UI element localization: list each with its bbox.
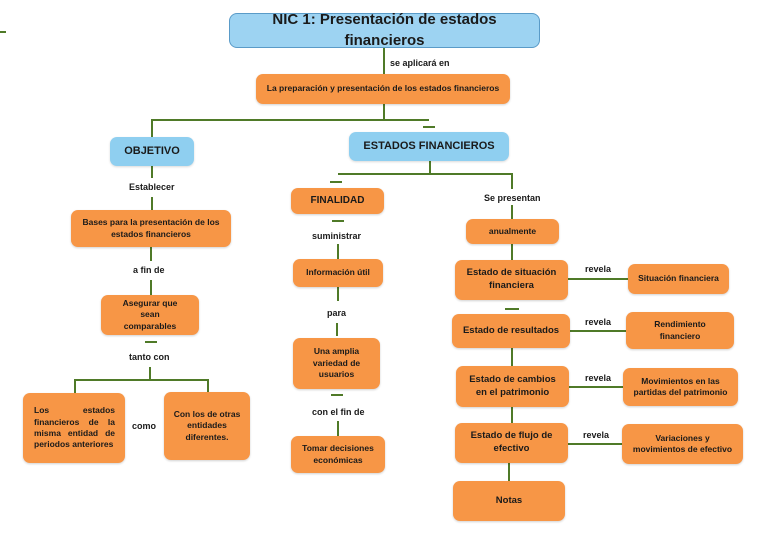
connector-usuarios-dash bbox=[331, 394, 343, 396]
connector-dash-estados bbox=[423, 126, 435, 128]
connector-title-to-preparacion bbox=[383, 48, 385, 74]
connector-to-objetivo bbox=[151, 119, 153, 137]
node-notas: Notas bbox=[453, 481, 565, 521]
connector-main-horizontal bbox=[151, 119, 429, 121]
connector-preparacion-down bbox=[383, 104, 385, 120]
connector-revela-1 bbox=[568, 278, 628, 280]
connector-suministrar-down bbox=[337, 244, 339, 259]
connector-to-otras-entidades bbox=[207, 379, 209, 392]
label-como: como bbox=[132, 421, 157, 431]
node-estado-flujo: Estado de flujo de efectivo bbox=[455, 423, 568, 463]
connector-objetivo-down bbox=[151, 166, 153, 178]
label-para: para bbox=[327, 308, 347, 318]
node-movimientos-patrimonio: Movimientos en las partidas del patrimon… bbox=[623, 368, 738, 406]
label-revela-2: revela bbox=[585, 317, 612, 327]
node-estado-situacion: Estado de situación financiera bbox=[455, 260, 568, 300]
connector-para-down bbox=[336, 323, 338, 336]
node-tomar-decisiones: Tomar decisiones económicas bbox=[291, 436, 385, 473]
node-bases: Bases para la presentación de los estado… bbox=[71, 210, 231, 247]
node-estado-resultados: Estado de resultados bbox=[452, 314, 570, 348]
label-con-el-fin-de: con el fin de bbox=[312, 407, 365, 417]
label-revela-1: revela bbox=[585, 264, 612, 274]
connector-resultados-down bbox=[511, 348, 513, 366]
node-anualmente: anualmente bbox=[466, 219, 559, 244]
connector-afinde-down bbox=[150, 280, 152, 295]
node-informacion-util: Información útil bbox=[293, 259, 383, 287]
connector-info-down bbox=[337, 287, 339, 301]
connector-situacion-dash bbox=[505, 308, 519, 310]
node-finalidad: FINALIDAD bbox=[291, 188, 384, 214]
connector-finalidad-dash bbox=[330, 181, 342, 183]
connector-tantocon-horizontal bbox=[74, 379, 209, 381]
label-se-aplicara-en: se aplicará en bbox=[390, 58, 450, 68]
connector-revela-4 bbox=[568, 443, 622, 445]
connector-revela-3 bbox=[569, 386, 623, 388]
connector-cambios-down bbox=[511, 407, 513, 423]
connector-to-mismos-periodos bbox=[74, 379, 76, 393]
node-estado-cambios: Estado de cambios en el patrimonio bbox=[456, 366, 569, 407]
diagram-title: NIC 1: Presentación de estados financier… bbox=[229, 11, 540, 49]
connector-tantocon-down bbox=[149, 367, 151, 380]
node-mismos-periodos: Los estados financieros de la misma enti… bbox=[23, 393, 125, 463]
node-otras-entidades: Con los de otras entidades diferentes. bbox=[164, 392, 250, 460]
connector-bases-down bbox=[150, 247, 152, 261]
label-revela-4: revela bbox=[583, 430, 610, 440]
connector-finalidad-dash2 bbox=[332, 220, 344, 222]
connector-to-sepresentan bbox=[511, 173, 513, 189]
connector-establecer-down bbox=[151, 197, 153, 211]
connector-confinde-down bbox=[337, 421, 339, 436]
connector-sepresentan-down bbox=[511, 205, 513, 219]
node-objetivo: OBJETIVO bbox=[110, 137, 194, 166]
node-variedad-usuarios: Una amplia variedad de usuarios bbox=[293, 338, 380, 389]
node-asegurar: Asegurar que sean comparables bbox=[101, 295, 199, 335]
label-suministrar: suministrar bbox=[312, 231, 362, 241]
connector-anualmente-down bbox=[511, 244, 513, 260]
label-tanto-con: tanto con bbox=[129, 352, 170, 362]
label-revela-3: revela bbox=[585, 373, 612, 383]
node-preparacion: La preparación y presentación de los est… bbox=[256, 74, 510, 104]
connector-revela-2 bbox=[570, 330, 626, 332]
node-estados-financieros: ESTADOS FINANCIEROS bbox=[349, 132, 509, 161]
node-situacion-financiera: Situación financiera bbox=[628, 264, 729, 294]
connector-estados-horizontal bbox=[338, 173, 512, 175]
label-se-presentan: Se presentan bbox=[484, 193, 541, 203]
connector-flujo-down bbox=[508, 463, 510, 481]
stray-line-mark bbox=[0, 31, 6, 33]
node-variaciones-efectivo: Variaciones y movimientos de efectivo bbox=[622, 424, 743, 464]
connector-estados-down bbox=[429, 161, 431, 174]
label-a-fin-de: a fin de bbox=[133, 265, 165, 275]
node-rendimiento: Rendimiento financiero bbox=[626, 312, 734, 349]
label-establecer: Establecer bbox=[129, 182, 175, 192]
connector-asegurar-dash bbox=[145, 341, 157, 343]
